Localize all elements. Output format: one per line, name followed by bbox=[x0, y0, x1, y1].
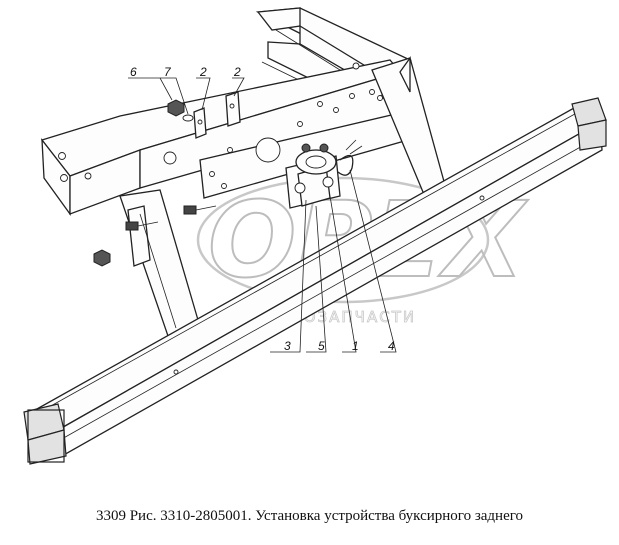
mount-hole bbox=[58, 152, 66, 160]
bracket-edge bbox=[139, 213, 177, 329]
bolt-shank bbox=[137, 221, 159, 227]
callout-1: 1 bbox=[352, 339, 359, 353]
mount-hole bbox=[209, 171, 215, 177]
callouts: 6 7 2 2 3 5 1 4 bbox=[130, 65, 395, 353]
mount-hole bbox=[221, 183, 227, 189]
hook-pin bbox=[294, 182, 306, 194]
assembly-drawing: OPEX АВТОЗАПЧАСТИ bbox=[23, 7, 607, 465]
leader-6 bbox=[128, 77, 173, 101]
cotter-pin bbox=[337, 154, 354, 176]
leader-4 bbox=[349, 169, 397, 353]
towing-hook-assembly bbox=[285, 139, 363, 209]
watermark-ellipse bbox=[196, 176, 490, 304]
mount-hole bbox=[369, 89, 375, 95]
large-hole bbox=[255, 137, 281, 163]
rear-bumper-beam bbox=[23, 97, 607, 465]
cotter-pin-end bbox=[345, 139, 363, 155]
figure-caption: 3309 Рис. 3310-2805001. Установка устрой… bbox=[95, 508, 524, 524]
plate-hole bbox=[197, 119, 203, 125]
mount-hole bbox=[163, 151, 177, 165]
mount-hole bbox=[377, 95, 383, 101]
callout-4: 4 bbox=[388, 339, 395, 353]
fasteners bbox=[93, 91, 241, 267]
leader-7 bbox=[160, 77, 189, 115]
callout-2: 2 bbox=[199, 65, 207, 79]
plate-part-2b bbox=[225, 91, 241, 127]
washer-part-7 bbox=[182, 114, 194, 122]
callout-5: 5 bbox=[318, 339, 325, 353]
leader-2b bbox=[232, 77, 245, 97]
bolt-head bbox=[183, 205, 197, 215]
bolt-head bbox=[125, 221, 139, 231]
mount-hole bbox=[352, 62, 360, 70]
leader-1 bbox=[329, 195, 357, 353]
bolt-shank bbox=[195, 205, 217, 211]
mount-hole bbox=[317, 101, 323, 107]
beam-line bbox=[39, 109, 583, 413]
mount-hole bbox=[227, 147, 233, 153]
callout-2: 2 bbox=[233, 65, 241, 79]
leader-lines bbox=[128, 77, 397, 353]
beam-line bbox=[59, 135, 601, 441]
mount-hole bbox=[173, 369, 179, 375]
bracket-flange bbox=[127, 205, 151, 267]
nut-part-6 bbox=[167, 99, 185, 117]
mount-hole bbox=[84, 172, 92, 180]
end-cap-left-outline bbox=[27, 409, 65, 463]
nut bbox=[93, 249, 111, 267]
hook-bolt-head bbox=[301, 143, 311, 153]
mount-hole bbox=[60, 174, 68, 182]
callout-3: 3 bbox=[284, 339, 291, 353]
end-cap-left-front bbox=[27, 429, 67, 465]
callout-6: 6 bbox=[130, 65, 137, 79]
mount-hole bbox=[349, 93, 355, 99]
hook-eye-hole bbox=[305, 155, 327, 169]
rail-end-left bbox=[256, 7, 301, 31]
mount-hole bbox=[297, 121, 303, 127]
hook-bolt-head bbox=[319, 143, 329, 153]
rear-bracket-left bbox=[119, 189, 199, 337]
mount-hole bbox=[479, 195, 485, 201]
leader-5 bbox=[306, 205, 327, 353]
bracket-edge bbox=[399, 55, 411, 93]
leader-2a bbox=[196, 77, 211, 111]
mount-hole bbox=[333, 107, 339, 113]
callout-7: 7 bbox=[164, 65, 172, 79]
plate-hole bbox=[229, 103, 235, 109]
hook-pin bbox=[322, 176, 334, 188]
end-cap-right-front bbox=[577, 119, 607, 151]
leader-3 bbox=[270, 199, 307, 353]
